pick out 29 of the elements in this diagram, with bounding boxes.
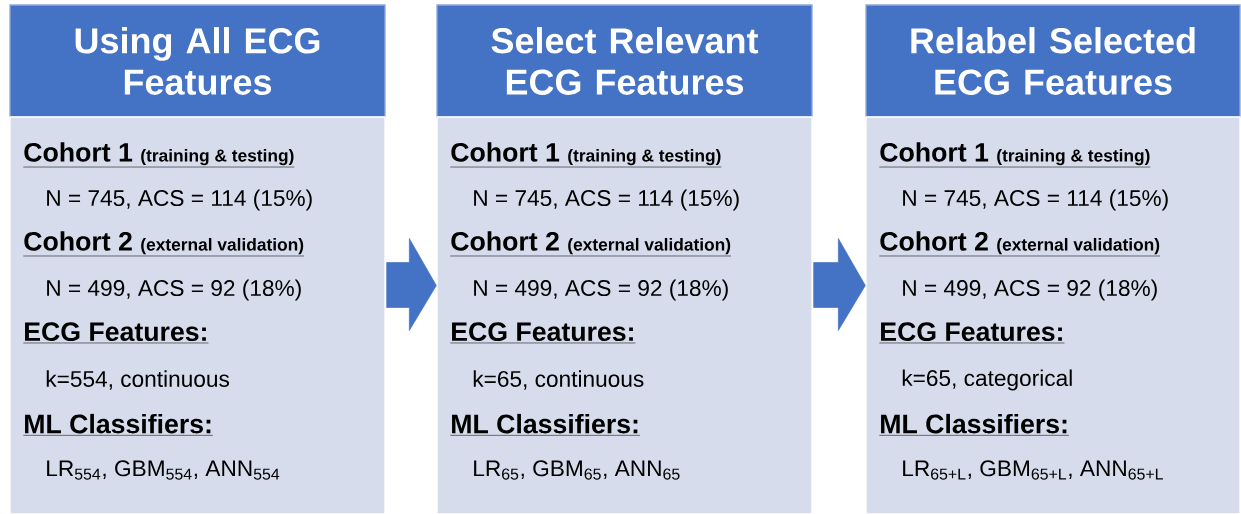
section-heading: ML Classifiers: — [450, 413, 641, 436]
section-heading: Cohort 1 (training & testing) — [23, 142, 295, 168]
header-box: Select Relevant ECG Features — [436, 4, 813, 118]
block-arrow — [386, 238, 437, 331]
body-text: LR$_{65+L}$, GBM$_{65+L}$, ANN$_{65+L}$ — [903, 460, 1163, 480]
section-heading: Cohort 2 (external validation) — [450, 231, 732, 257]
section-heading: ECG Features: — [450, 322, 636, 344]
section-heading: Cohort 1 (training & testing) — [450, 142, 722, 168]
section-heading: Cohort 2 (external validation) — [23, 231, 305, 257]
block-arrow — [813, 238, 866, 331]
body-text: N = 499, ACS = 92 (18%) — [903, 279, 1157, 301]
body-text: k=554, continuous — [46, 370, 230, 390]
section-heading: ML Classifiers: — [23, 413, 214, 436]
section-heading: ECG Features: — [23, 322, 209, 344]
section-heading: Cohort 2 (external validation) — [879, 231, 1161, 257]
body-text: N = 745, ACS = 114 (15%) — [474, 189, 739, 211]
body-text: k=65, continuous — [473, 370, 644, 390]
header-box: Relabel Selected ECG Features — [865, 4, 1241, 118]
body-text: N = 745, ACS = 114 (15%) — [903, 189, 1168, 211]
header-box: Using All ECG Features — [9, 4, 386, 118]
section-heading: Cohort 1 (training & testing) — [879, 142, 1151, 168]
body-text: k=65, categorical — [902, 369, 1072, 391]
section-heading: ML Classifiers: — [879, 413, 1070, 436]
body-text: N = 745, ACS = 114 (15%) — [47, 189, 312, 211]
body-text: N = 499, ACS = 92 (18%) — [474, 279, 728, 301]
body-text: LR$_{554}$, GBM$_{554}$, ANN$_{554}$ — [47, 460, 280, 480]
body-text: N = 499, ACS = 92 (18%) — [47, 279, 301, 301]
body-text: LR$_{65}$, GBM$_{65}$, ANN$_{65}$ — [474, 460, 680, 480]
section-heading: ECG Features: — [879, 322, 1065, 344]
